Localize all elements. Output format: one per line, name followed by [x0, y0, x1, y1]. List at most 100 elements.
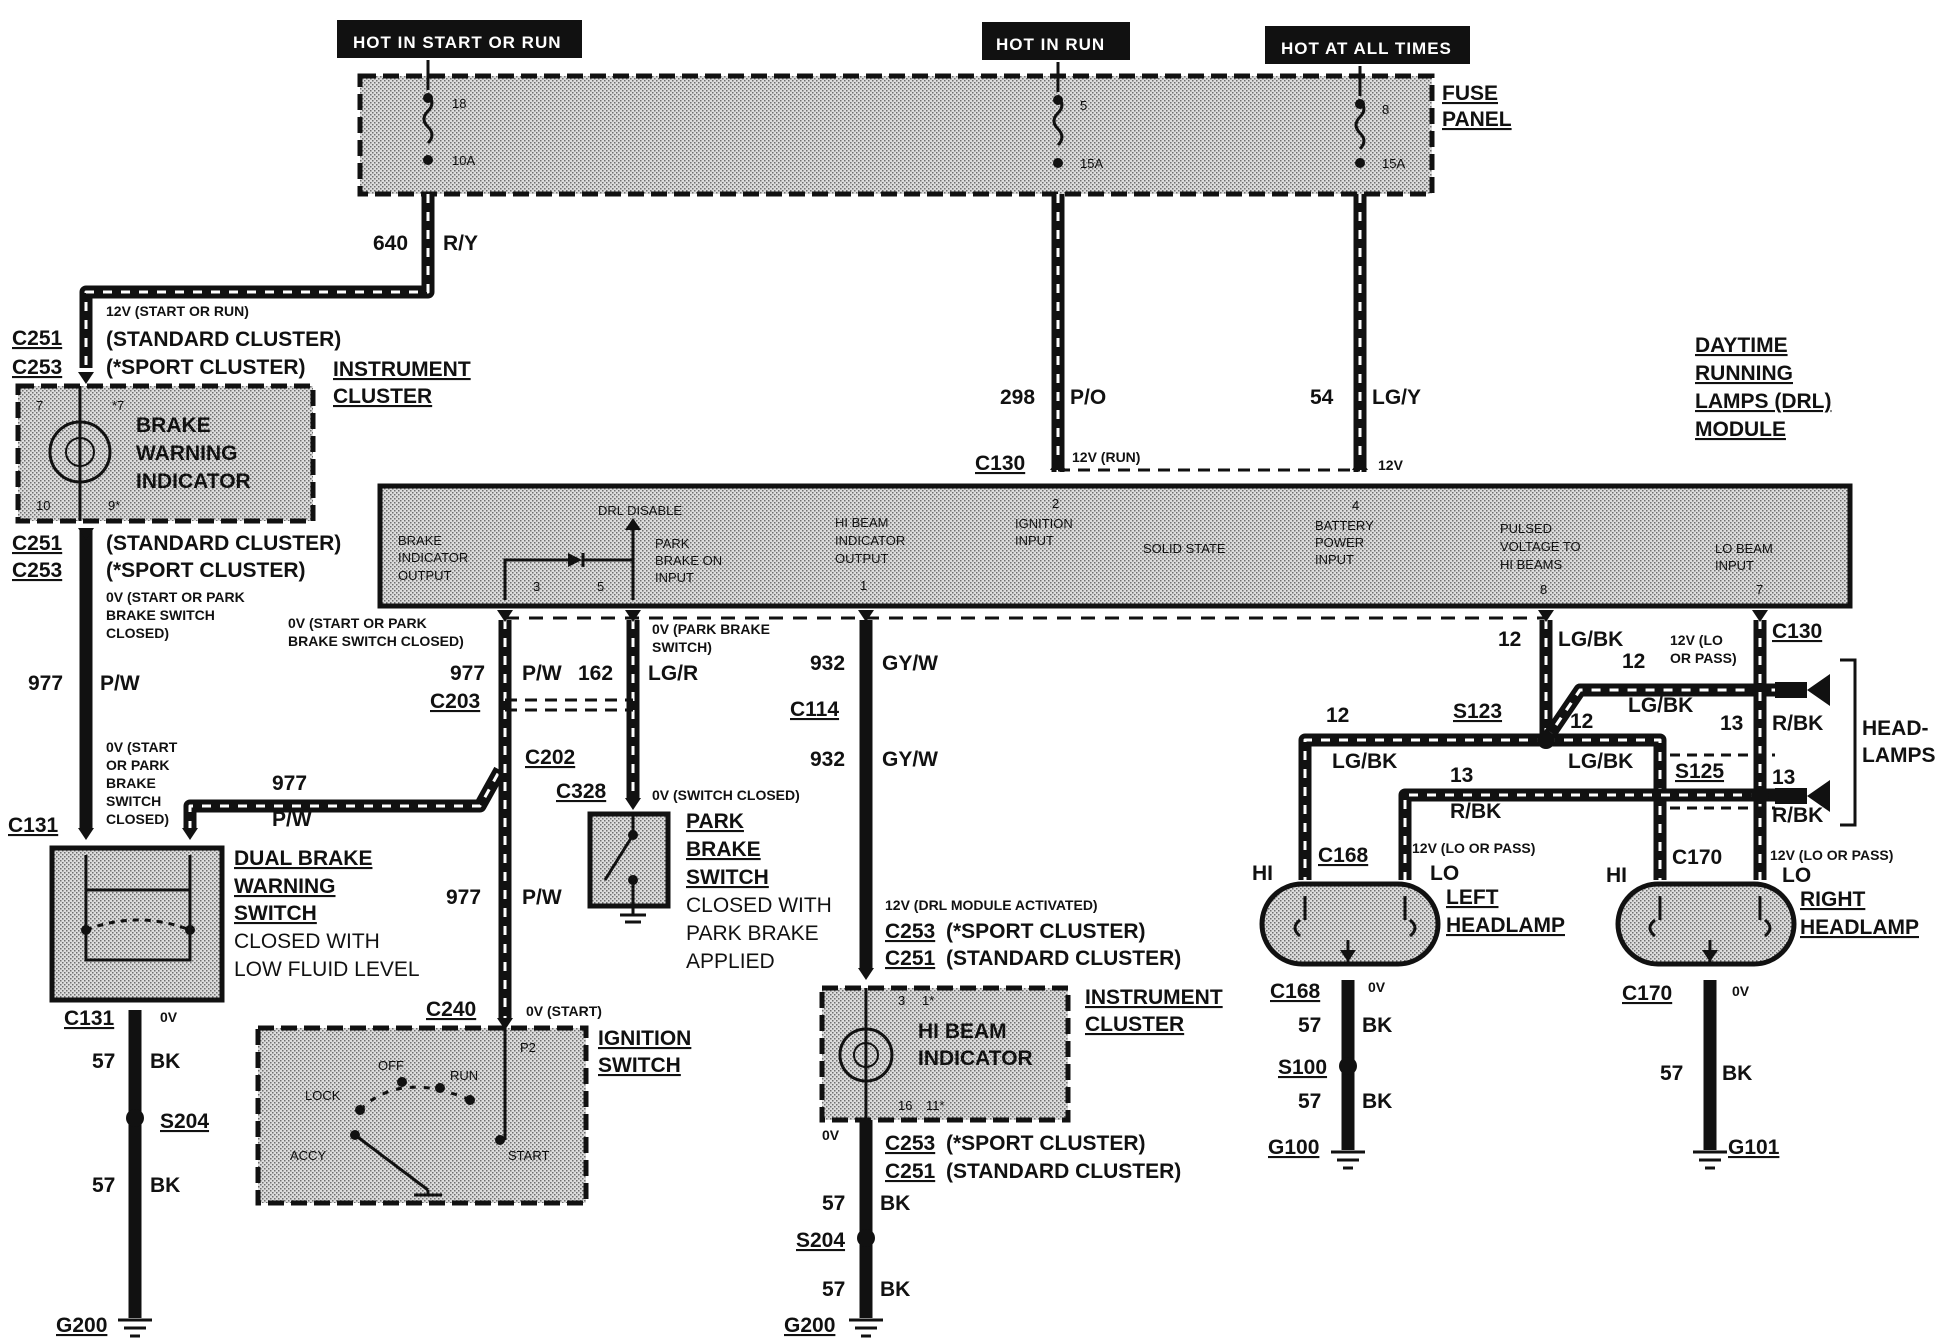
- wires-w298-num-label: 298: [1000, 386, 1035, 409]
- wires-w977c-num-label: 977: [450, 662, 485, 685]
- components-lo-label: LO: [1782, 864, 1811, 887]
- notes-std-cluster-label: (STANDARD CLUSTER): [106, 532, 341, 555]
- notes-v0-start-park-brake-closed-1-label: 0V (START OR PARK: [288, 615, 427, 631]
- wires-w12c-color-label: LG/BK: [1332, 750, 1397, 773]
- drl-module-batt-2-label: POWER: [1315, 535, 1364, 550]
- drl-module-park-brake-1-label: PARK: [655, 536, 690, 551]
- components-drl-2-label: RUNNING: [1695, 362, 1793, 385]
- components-hi-label: HI: [1252, 862, 1273, 885]
- wires-w12d-num-label: 12: [1570, 710, 1593, 733]
- left-headlamp: [1259, 881, 1441, 967]
- components-ignition-2-label: SWITCH: [598, 1054, 681, 1077]
- ignition-start-label: START: [508, 1148, 549, 1163]
- notes-brake-switch-closed-label: BRAKE SWITCH: [106, 607, 215, 623]
- notes-std-cluster-label: (STANDARD CLUSTER): [106, 328, 341, 351]
- notes-v12-lo-pass-1-label: 12V (LO: [1670, 632, 1723, 648]
- components-dual-brake-1-label: DUAL BRAKE: [234, 847, 372, 870]
- wires-w932a-num-label: 932: [810, 652, 845, 675]
- drl-module-lo-2-label: INPUT: [1715, 558, 1754, 573]
- fuse-panel-fuses-2-num-label: 8: [1382, 102, 1389, 117]
- notes-v12-lo-or-pass-label: 12V (LO OR PASS): [1770, 847, 1893, 863]
- ground-icon: [1331, 1150, 1365, 1170]
- notes-v0-park-brake-1-label: 0V (PARK BRAKE: [652, 621, 770, 637]
- drl-module-ign-2-label: INPUT: [1015, 533, 1054, 548]
- connectors-g100-label: G100: [1268, 1136, 1319, 1159]
- drl-module-drl-disable-label: DRL DISABLE: [598, 503, 682, 518]
- hi-beam-indicator-box: [819, 985, 1071, 1123]
- connectors-c251-label: C251: [885, 1160, 936, 1183]
- drl-module-pulsed-1-label: PULSED: [1500, 521, 1552, 536]
- dual-brake-switch-contacts: [81, 855, 195, 962]
- ignition-lock-label: LOCK: [305, 1088, 341, 1103]
- ignition-run-label: RUN: [450, 1068, 478, 1083]
- wires-w640-color-label: R/Y: [443, 232, 478, 255]
- drl-module-pulsed-2-label: VOLTAGE TO: [1500, 539, 1581, 554]
- pins-p11-label: 11*: [926, 1098, 945, 1113]
- pins-p3-label: 3: [898, 993, 905, 1008]
- wires-w162-num-label: 162: [578, 662, 613, 685]
- headlamp-terminals: [1775, 658, 1857, 827]
- drl-module-labels: BRAKE INDICATOR OUTPUT DRL DISABLE PARK …: [398, 496, 1773, 600]
- pins-p7a-label: 7: [36, 398, 43, 413]
- wires-w12b-num-label: 12: [1622, 650, 1645, 673]
- top-bars-1-label-label: HOT IN RUN: [996, 35, 1105, 54]
- connectors-c240-label: C240: [426, 998, 476, 1021]
- drl-module-park-brake-2-label: BRAKE ON: [655, 553, 722, 568]
- wires-w13c-color-label: R/BK: [1772, 804, 1823, 827]
- notes-v12-drl-activated-label: 12V (DRL MODULE ACTIVATED): [885, 897, 1098, 913]
- notes-v0-start-park-brake-closed-2-label: BRAKE SWITCH CLOSED): [288, 633, 464, 649]
- fuse-panel-fuses-2-rating-label: 15A: [1382, 156, 1405, 171]
- park-brake-switch-contact: [603, 814, 646, 924]
- components-brake-warning-1-label: BRAKE: [136, 414, 211, 437]
- components-park-brake-6-label: APPLIED: [686, 950, 775, 973]
- drl-module-hi-beam-out-1-label: HI BEAM: [835, 515, 888, 530]
- pins-p16-label: 16: [898, 1098, 912, 1113]
- wires-w57g-color-label: BK: [1722, 1062, 1752, 1085]
- wires-w54-color-label: LG/Y: [1372, 386, 1421, 409]
- ground-icon: [1693, 1150, 1727, 1170]
- notes-sport-cluster-star-label: (*SPORT CLUSTER): [946, 1132, 1146, 1155]
- components-hi-beam-1-label: HI BEAM: [918, 1020, 1007, 1043]
- components-dual-brake-5-label: LOW FLUID LEVEL: [234, 958, 420, 981]
- connectors-g200-label: G200: [784, 1314, 835, 1337]
- wires-w162-color-label: LG/R: [648, 662, 698, 685]
- drl-module-hi-beam-out-3-label: OUTPUT: [835, 551, 889, 566]
- wires-w57a-color-label: BK: [150, 1050, 180, 1073]
- components-drl-3-label: LAMPS (DRL): [1695, 390, 1831, 413]
- notes-v0-start-2-label: OR PARK: [106, 757, 170, 773]
- wires-w977a-color-label: P/W: [100, 672, 140, 695]
- notes-v12-lo-pass-2-label: OR PASS): [1670, 650, 1737, 666]
- splice-s204-left: [126, 1109, 144, 1127]
- wires-w12a-color-label: LG/BK: [1558, 628, 1623, 651]
- drl-module-lo-1-label: LO BEAM: [1715, 541, 1773, 556]
- bar-hot-in-start-or-run: HOT IN START OR RUN: [337, 20, 582, 58]
- pins-p7b-label: *7: [112, 398, 124, 413]
- drl-module-batt-1-label: BATTERY: [1315, 518, 1374, 533]
- components-park-brake-3-label: SWITCH: [686, 866, 769, 889]
- wires-w13b-color-label: R/BK: [1450, 800, 1501, 823]
- connectors-c168-label: C168: [1318, 844, 1369, 867]
- wires-w640-num-label: 640: [373, 232, 408, 255]
- notes-v0-start-1-label: 0V (START: [106, 739, 178, 755]
- notes-std-cluster-label: (STANDARD CLUSTER): [946, 947, 1181, 970]
- components-instrument-cluster-1-label: INSTRUMENT: [1085, 986, 1223, 1009]
- splice-s123: [1537, 731, 1555, 749]
- drl-module-pins-p5-label: 5: [597, 579, 604, 594]
- fuse-panel-fuses-0-num-label: 18: [452, 96, 466, 111]
- connectors-c131-label: C131: [64, 1007, 115, 1030]
- wires-w12c-num-label: 12: [1326, 704, 1349, 727]
- fuse-panel: [357, 73, 1435, 197]
- components-instrument-cluster-2-label: CLUSTER: [1085, 1013, 1184, 1036]
- pins-p1-label: 1*: [922, 993, 934, 1008]
- connectors-c253-label: C253: [885, 1132, 935, 1155]
- connectors-c168-label: C168: [1270, 980, 1321, 1003]
- wires-w977b-color-label: P/W: [272, 808, 312, 831]
- brake-warning-indicator-box: [15, 383, 316, 524]
- connectors-c202-label: C202: [525, 746, 575, 769]
- park-brake-switch: [587, 811, 671, 909]
- notes-v12-start-run-label: 12V (START OR RUN): [106, 303, 249, 319]
- pins-p9-label: 9*: [108, 498, 120, 513]
- ignition-switch: [255, 1025, 589, 1206]
- components-hi-beam-2-label: INDICATOR: [918, 1047, 1033, 1070]
